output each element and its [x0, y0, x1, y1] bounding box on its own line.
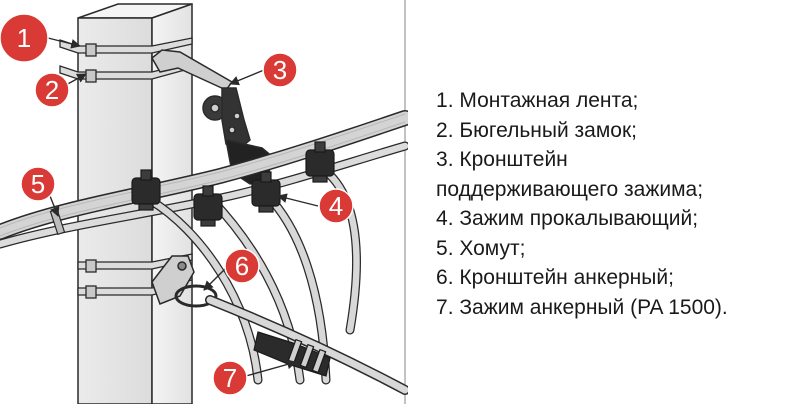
svg-text:6: 6 [235, 251, 249, 281]
svg-text:3: 3 [273, 55, 287, 85]
legend-label: Кронштейн анкерный; [459, 266, 674, 289]
legend-label: Хомут; [459, 236, 526, 260]
legend-num: 5 [436, 236, 448, 260]
badge-1: 1 [0, 13, 49, 63]
installation-diagram: 1 2 3 4 5 6 7 [0, 0, 408, 404]
svg-text:4: 4 [329, 191, 343, 221]
badge-2: 2 [34, 72, 70, 108]
legend-label: Монтажная лента; [459, 89, 639, 112]
piercing-clamps [131, 141, 335, 227]
badge-4: 4 [318, 188, 354, 224]
legend-num: 4 [436, 207, 448, 230]
svg-text:5: 5 [31, 169, 45, 199]
legend-label: Бюгельный замок; [459, 118, 637, 142]
anchor-assembly [205, 295, 408, 395]
svg-text:1: 1 [17, 23, 31, 53]
badge-5: 5 [20, 166, 56, 202]
legend-item-4: 4. Зажим прокалывающий; [436, 207, 699, 230]
legend-label: Кронштейн [459, 148, 568, 171]
anchor-clamp [253, 331, 331, 377]
legend-list: 1. Монтажная лента; 2. Бюгельный замок; … [436, 86, 796, 322]
legend-item-6: 6. Кронштейн анкерный; [436, 266, 674, 289]
legend-label-continued: поддерживающего зажима; [436, 177, 704, 201]
badge-6: 6 [224, 248, 260, 284]
callout-badges: 1 2 3 4 5 6 7 [0, 13, 354, 396]
legend-item-3: 3. Кронштейн поддерживающего зажима; [436, 145, 796, 204]
badge-7: 7 [212, 360, 248, 396]
legend-item-5: 5. Хомут; [436, 236, 526, 260]
svg-text:7: 7 [223, 363, 237, 393]
legend-num: 7 [436, 295, 448, 319]
legend-item-2: 2. Бюгельный замок; [436, 118, 637, 142]
anchor-bracket [151, 255, 218, 308]
legend-num: 6 [436, 266, 448, 289]
legend-item-1: 1. Монтажная лента; [436, 89, 639, 112]
badge-3: 3 [262, 52, 298, 88]
legend-item-7: 7. Зажим анкерный (PA 1500). [436, 295, 728, 319]
leader-arrows [39, 35, 319, 377]
legend-num: 1 [436, 89, 448, 112]
legend-num: 3 [436, 148, 448, 171]
legend-label: Зажим прокалывающий; [459, 207, 699, 230]
svg-text:2: 2 [45, 75, 59, 105]
legend-label: Зажим анкерный (PA 1500). [459, 295, 728, 319]
legend-num: 2 [436, 118, 448, 142]
